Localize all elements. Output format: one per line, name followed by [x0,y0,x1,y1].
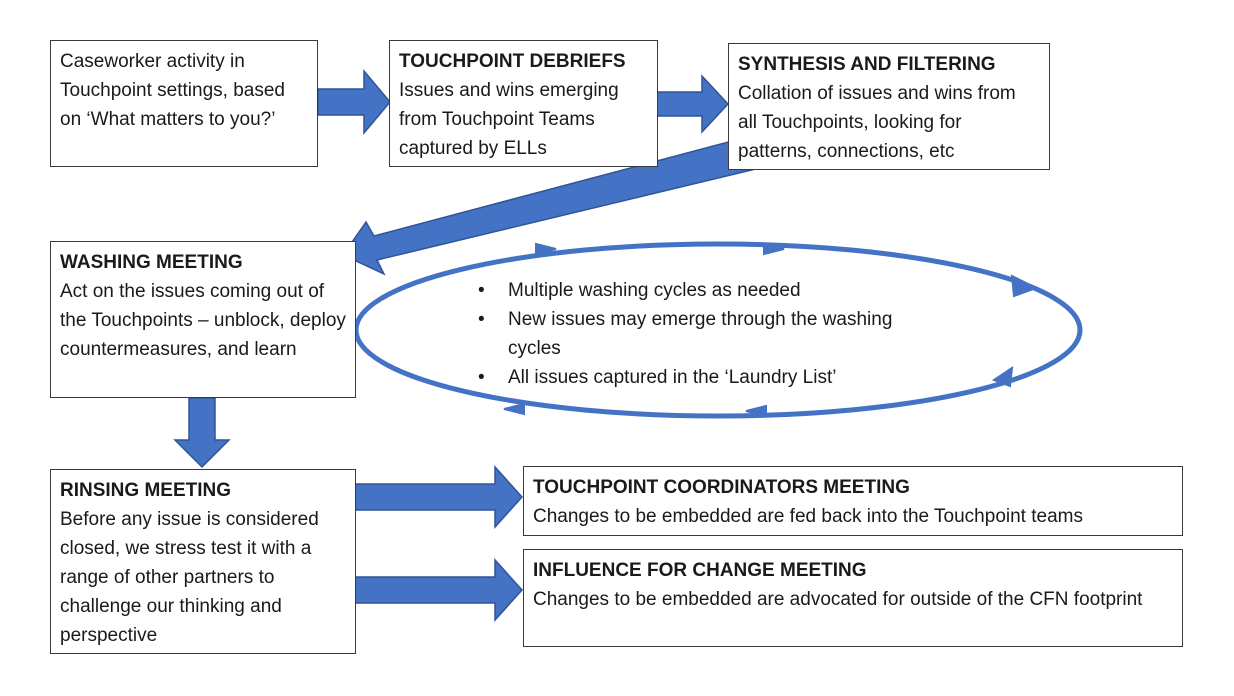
arrow-synthesis-to-washing [341,135,770,276]
influence-change-title: INFLUENCE FOR CHANGE MEETING [533,560,867,581]
cycle-arrowhead [991,365,1014,388]
arrow-caseworker-to-debriefs [317,68,391,136]
washing-meeting-title: WASHING MEETING [60,252,243,273]
arrow-rinsing-to-coordinators [354,465,524,529]
washing-meeting-text: Act on the issues coming out of the Touc… [60,281,346,360]
touchpoint-coordinators-text: Changes to be embedded are fed back into… [533,506,1083,527]
rinsing-meeting-title: RINSING MEETING [60,480,232,501]
arrow-debriefs-to-synthesis [656,74,730,134]
cycle-arrowhead [503,402,525,416]
washing-meeting-box: WASHING MEETING Act on the issues coming… [50,241,356,398]
washing-cycle-note: New issues may emerge through the washin… [474,305,914,363]
caseworker-activity-box: Caseworker activity in Touchpoint settin… [50,40,318,167]
synthesis-filtering-text: Collation of issues and wins from all To… [738,83,1016,162]
touchpoint-debriefs-title: TOUCHPOINT DEBRIEFS [399,51,626,72]
rinsing-meeting-box: RINSING MEETING Before any issue is cons… [50,469,356,654]
cycle-arrowhead [745,404,767,418]
rinsing-meeting-text: Before any issue is considered closed, w… [60,509,319,646]
washing-cycle-loop [353,241,1083,419]
touchpoint-coordinators-title: TOUCHPOINT COORDINATORS MEETING [533,477,910,498]
synthesis-filtering-box: SYNTHESIS AND FILTERING Collation of iss… [728,43,1050,170]
synthesis-filtering-title: SYNTHESIS AND FILTERING [738,54,996,75]
influence-change-text: Changes to be embedded are advocated for… [533,589,1143,610]
touchpoint-debriefs-box: TOUCHPOINT DEBRIEFS Issues and wins emer… [389,40,658,167]
caseworker-activity-text: Caseworker activity in Touchpoint settin… [60,51,285,130]
arrow-washing-to-rinsing [173,397,231,469]
washing-cycle-note: Multiple washing cycles as needed [474,276,914,305]
washing-cycle-notes: Multiple washing cycles as needed New is… [474,276,914,392]
cycle-arrowhead [763,242,785,256]
arrow-rinsing-to-influence [354,558,524,622]
washing-cycle-note: All issues captured in the ‘Laundry List… [474,363,914,392]
cycle-arrowhead [535,242,557,256]
touchpoint-debriefs-text: Issues and wins emerging from Touchpoint… [399,80,619,159]
touchpoint-coordinators-box: TOUCHPOINT COORDINATORS MEETING Changes … [523,466,1183,536]
influence-change-box: INFLUENCE FOR CHANGE MEETING Changes to … [523,549,1183,647]
cycle-arrowhead [1010,274,1039,298]
